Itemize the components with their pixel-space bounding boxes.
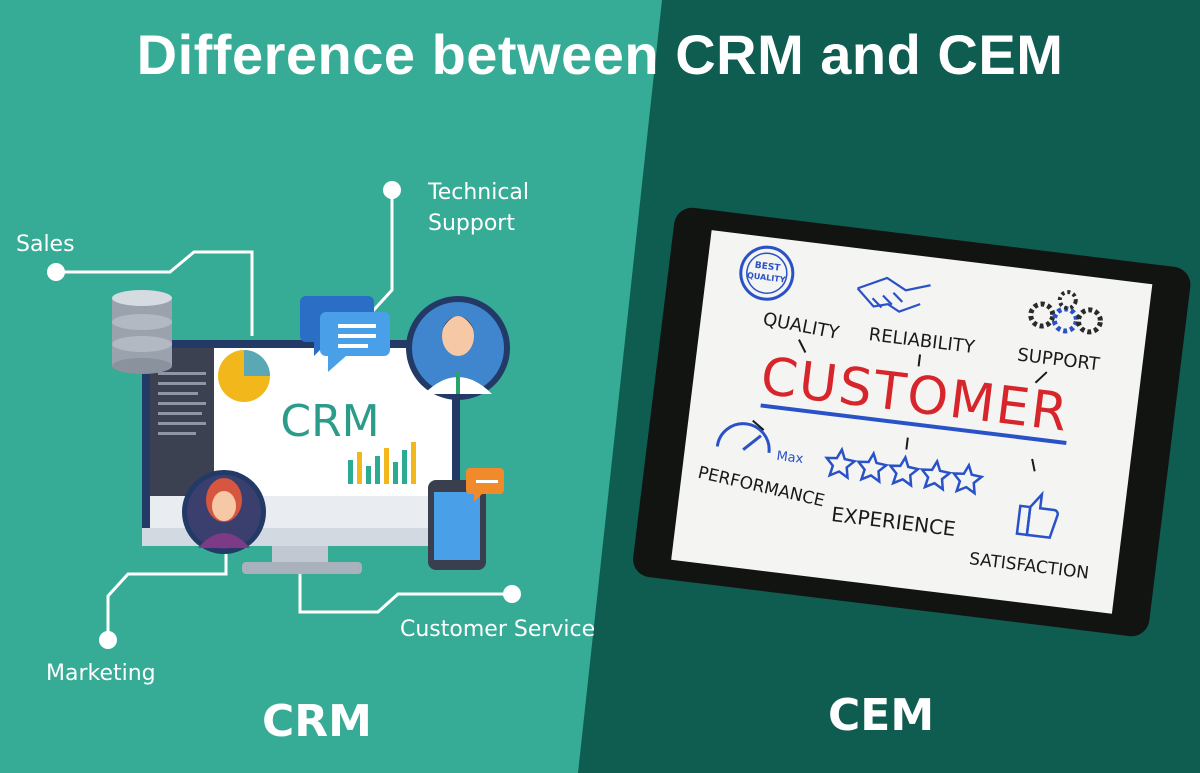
badge-text-best: BEST xyxy=(754,261,782,274)
monitor-crm-text: CRM xyxy=(280,396,379,447)
best-quality-badge: BEST QUALITY xyxy=(739,245,795,301)
male-agent-avatar xyxy=(406,296,510,400)
label-customer-service: Customer Service xyxy=(400,617,596,642)
rating-stars-icon xyxy=(824,446,985,496)
customer-service-dot xyxy=(503,585,521,603)
monitor-base xyxy=(242,562,362,574)
gauge-max-label: Max xyxy=(776,449,805,467)
technical-support-connector xyxy=(370,190,394,314)
label-sales: Sales xyxy=(16,232,75,257)
label-marketing: Marketing xyxy=(46,661,156,686)
gears-icon xyxy=(1028,290,1103,335)
marketing-connector xyxy=(106,552,228,640)
sales-dot xyxy=(47,263,65,281)
bar-chart-icon xyxy=(348,442,416,484)
database-icon xyxy=(112,290,172,374)
monitor-neck xyxy=(272,546,328,564)
chat-bubble-icon xyxy=(300,296,390,372)
smartphone-icon xyxy=(428,468,504,570)
label-technical-support-line1: Technical xyxy=(428,180,530,205)
performance-gauge-icon: Max xyxy=(715,422,805,467)
sales-connector xyxy=(56,250,254,336)
label-technical-support-line2: Support xyxy=(428,211,515,236)
tablet-illustration: BEST QUALITY QUALITY RELIABILITY SUPPORT xyxy=(633,207,1191,637)
customer-underline xyxy=(760,403,1067,445)
technical-support-dot xyxy=(383,181,401,199)
monitor-illustration: CRM xyxy=(142,340,460,574)
cem-heading: CEM xyxy=(828,690,935,741)
handshake-icon xyxy=(856,276,931,313)
thumbs-up-icon xyxy=(1015,490,1059,540)
marketing-dot xyxy=(99,631,117,649)
connector-lines xyxy=(56,190,512,640)
page-title: Difference between CRM and CEM xyxy=(136,23,1064,86)
connector-dots xyxy=(47,181,521,649)
customer-service-connector xyxy=(298,568,512,614)
female-agent-avatar xyxy=(182,470,266,554)
crm-heading: CRM xyxy=(262,696,372,747)
